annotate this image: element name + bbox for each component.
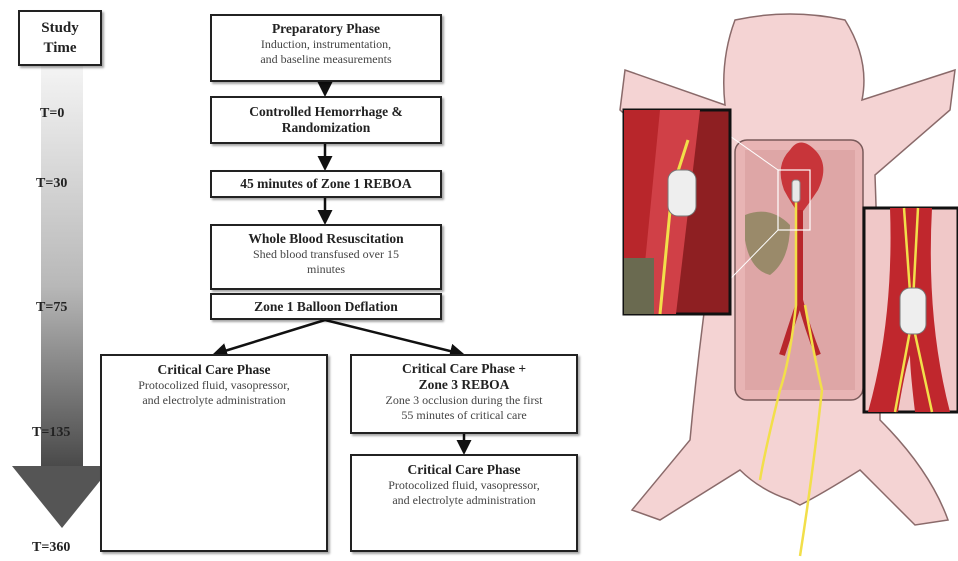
time-marker-t75: T=75 [36,300,67,316]
reboa1-title: 45 minutes of Zone 1 REBOA [212,176,440,192]
box-critical-care-right: Critical Care Phase Protocolized fluid, … [350,454,578,552]
cc-right-desc-line1: Protocolized fluid, vasopressor, [352,478,576,493]
box-critical-care-left: Critical Care Phase Protocolized fluid, … [100,354,328,552]
cc-left-desc-line2: and electrolyte administration [102,393,326,408]
timeline-arrow [12,66,112,528]
cc-reboa3-desc-line1: Zone 3 occlusion during the first [352,393,576,408]
cc-right-title: Critical Care Phase [352,462,576,478]
box-critical-care-zone3-reboa: Critical Care Phase + Zone 3 REBOA Zone … [350,354,578,434]
inset-zone1 [624,110,730,314]
wholeblood-desc-line1: Shed blood transfused over 15 [212,247,440,262]
connector-deflation-ccleft [215,320,325,354]
box-preparatory-phase: Preparatory Phase Induction, instrumenta… [210,14,442,82]
hemorrhage-title-line2: Randomization [212,120,440,136]
preparatory-desc-line1: Induction, instrumentation, [212,37,440,52]
box-whole-blood-resuscitation: Whole Blood Resuscitation Shed blood tra… [210,224,442,290]
wholeblood-title: Whole Blood Resuscitation [212,231,440,247]
time-marker-t30: T=30 [36,176,67,192]
study-time-header-line1: Study [41,20,79,36]
study-time-header-line2: Time [43,40,76,56]
box-zone1-balloon-deflation: Zone 1 Balloon Deflation [210,293,442,320]
connector-deflation-reboa3 [325,320,462,354]
box-controlled-hemorrhage: Controlled Hemorrhage & Randomization [210,96,442,144]
box-zone1-reboa: 45 minutes of Zone 1 REBOA [210,170,442,198]
cc-left-title: Critical Care Phase [102,362,326,378]
wholeblood-desc-line2: minutes [212,262,440,277]
preparatory-desc-line2: and baseline measurements [212,52,440,67]
cc-reboa3-desc-line2: 55 minutes of critical care [352,408,576,423]
deflation-title: Zone 1 Balloon Deflation [212,299,440,315]
time-marker-t0: T=0 [40,106,64,122]
preparatory-title: Preparatory Phase [212,21,440,37]
cc-reboa3-title-line2: Zone 3 REBOA [352,377,576,393]
time-marker-t360: T=360 [32,540,70,556]
cc-right-desc-line2: and electrolyte administration [352,493,576,508]
cc-left-desc-line1: Protocolized fluid, vasopressor, [102,378,326,393]
hemorrhage-title-line1: Controlled Hemorrhage & [212,104,440,120]
cc-reboa3-title-line1: Critical Care Phase + [352,361,576,377]
inset-zone3 [864,208,958,412]
time-marker-t135: T=135 [32,425,70,441]
study-time-header: Study Time [18,10,102,66]
